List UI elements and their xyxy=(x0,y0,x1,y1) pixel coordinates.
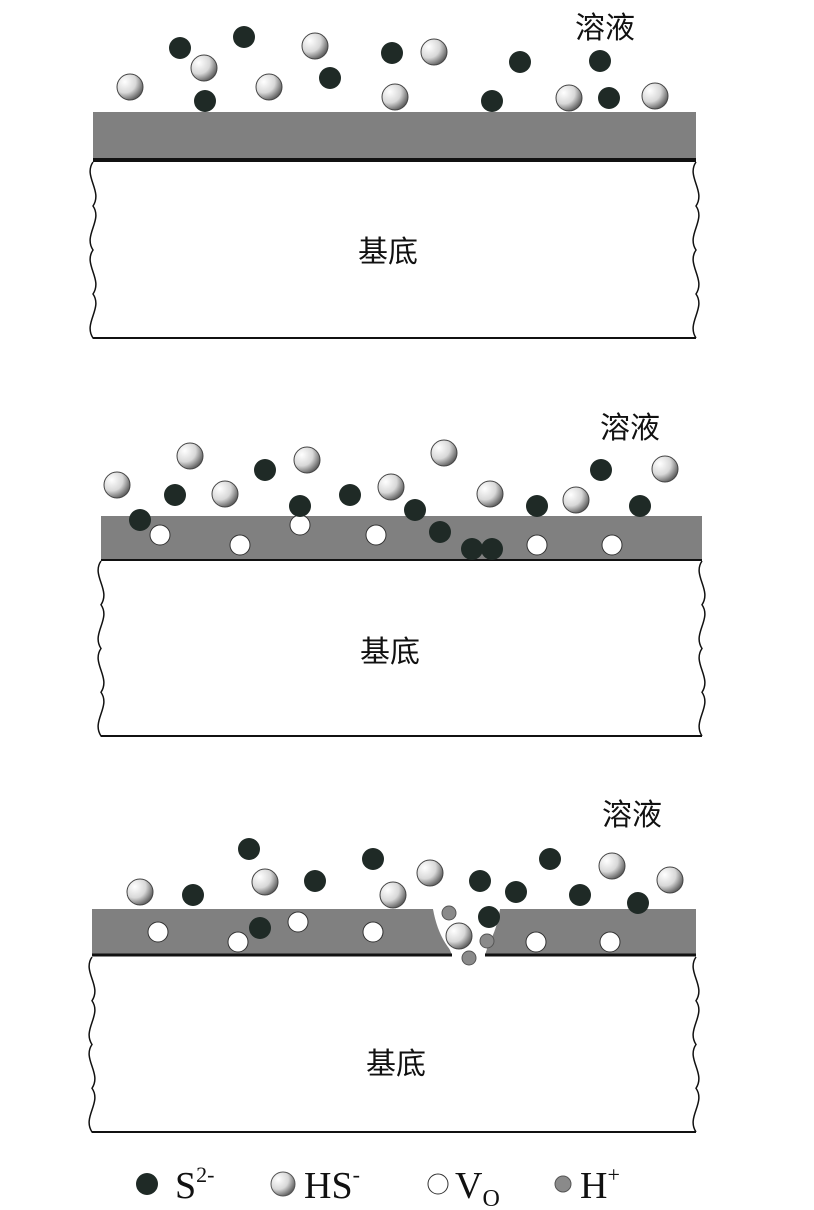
s2-particle xyxy=(194,90,216,112)
vo-particle xyxy=(599,931,621,953)
substrate-label: 基底 xyxy=(366,1047,426,1082)
hs-particle xyxy=(381,83,409,111)
hs-particle xyxy=(651,455,679,483)
vo-particle xyxy=(362,921,384,943)
legend-h-marker xyxy=(554,1175,572,1193)
vo-particle xyxy=(289,514,311,536)
hs-particle xyxy=(416,859,444,887)
hs-particle xyxy=(293,446,321,474)
hs-particle xyxy=(562,486,590,514)
s2-particle xyxy=(505,881,527,903)
legend-s2-marker xyxy=(136,1173,158,1195)
s2-particle xyxy=(598,87,620,109)
legend-s2-label: S2- xyxy=(175,1162,214,1207)
hs-particle xyxy=(598,852,626,880)
s2-particle xyxy=(238,838,260,860)
hs-particle xyxy=(116,73,144,101)
substrate-outline xyxy=(89,161,700,339)
s2-particle xyxy=(164,484,186,506)
vo-particle xyxy=(526,534,548,556)
s2-particle xyxy=(254,459,276,481)
s2-particle xyxy=(404,499,426,521)
h-particle xyxy=(441,905,457,921)
s2-particle xyxy=(481,538,503,560)
hs-particle xyxy=(176,442,204,470)
h-particle xyxy=(479,933,495,949)
hs-particle xyxy=(251,868,279,896)
hs-particle xyxy=(377,473,405,501)
s2-particle xyxy=(169,37,191,59)
s2-particle xyxy=(478,906,500,928)
hs-particle xyxy=(211,480,239,508)
hs-particle xyxy=(255,73,283,101)
legend-vo-label: VO xyxy=(455,1165,500,1210)
s2-particle xyxy=(362,848,384,870)
s2-particle xyxy=(289,495,311,517)
s2-particle xyxy=(526,495,548,517)
legend-hs-label: HS- xyxy=(304,1162,360,1207)
hs-particle xyxy=(103,471,131,499)
passive-film xyxy=(93,112,696,160)
s2-particle xyxy=(319,67,341,89)
s2-particle xyxy=(233,26,255,48)
s2-particle xyxy=(339,484,361,506)
legend-h-label: H+ xyxy=(580,1162,620,1207)
vo-particle xyxy=(227,931,249,953)
s2-particle xyxy=(429,521,451,543)
legend-vo-marker xyxy=(427,1173,449,1195)
hs-particle xyxy=(126,878,154,906)
s2-particle xyxy=(381,42,403,64)
vo-particle xyxy=(287,911,309,933)
s2-particle xyxy=(304,870,326,892)
s2-particle xyxy=(627,892,649,914)
substrate-label: 基底 xyxy=(358,235,418,270)
solution-label: 溶液 xyxy=(575,11,635,46)
s2-particle xyxy=(481,90,503,112)
hs-particle xyxy=(555,84,583,112)
substrate-outline xyxy=(88,956,700,1133)
vo-particle xyxy=(147,921,169,943)
hs-particle xyxy=(301,32,329,60)
vo-particle xyxy=(229,534,251,556)
vo-particle xyxy=(149,524,171,546)
s2-particle xyxy=(469,870,491,892)
solution-label: 溶液 xyxy=(600,411,660,446)
vo-particle xyxy=(525,931,547,953)
s2-particle xyxy=(629,495,651,517)
s2-particle xyxy=(569,884,591,906)
substrate-label: 基底 xyxy=(360,635,420,670)
legend: S2- HS- VO H+ xyxy=(136,1162,620,1210)
s2-particle xyxy=(509,51,531,73)
hs-particle xyxy=(379,881,407,909)
s2-particle xyxy=(461,538,483,560)
substrate-outline xyxy=(97,560,706,737)
s2-particle xyxy=(182,884,204,906)
h-particle xyxy=(461,950,477,966)
s2-particle xyxy=(249,917,271,939)
passive-film xyxy=(101,516,702,560)
hs-particle xyxy=(190,54,218,82)
s2-particle xyxy=(589,50,611,72)
hs-particle xyxy=(430,439,458,467)
vo-particle xyxy=(365,524,387,546)
hs-particle xyxy=(445,922,473,950)
hs-particle xyxy=(476,480,504,508)
s2-particle xyxy=(539,848,561,870)
s2-particle xyxy=(129,509,151,531)
s2-particle xyxy=(590,459,612,481)
hs-particle xyxy=(641,82,669,110)
hs-particle xyxy=(420,38,448,66)
vo-particle xyxy=(601,534,623,556)
solution-label: 溶液 xyxy=(602,798,662,833)
hs-particle xyxy=(656,866,684,894)
legend-hs-marker xyxy=(270,1171,296,1197)
